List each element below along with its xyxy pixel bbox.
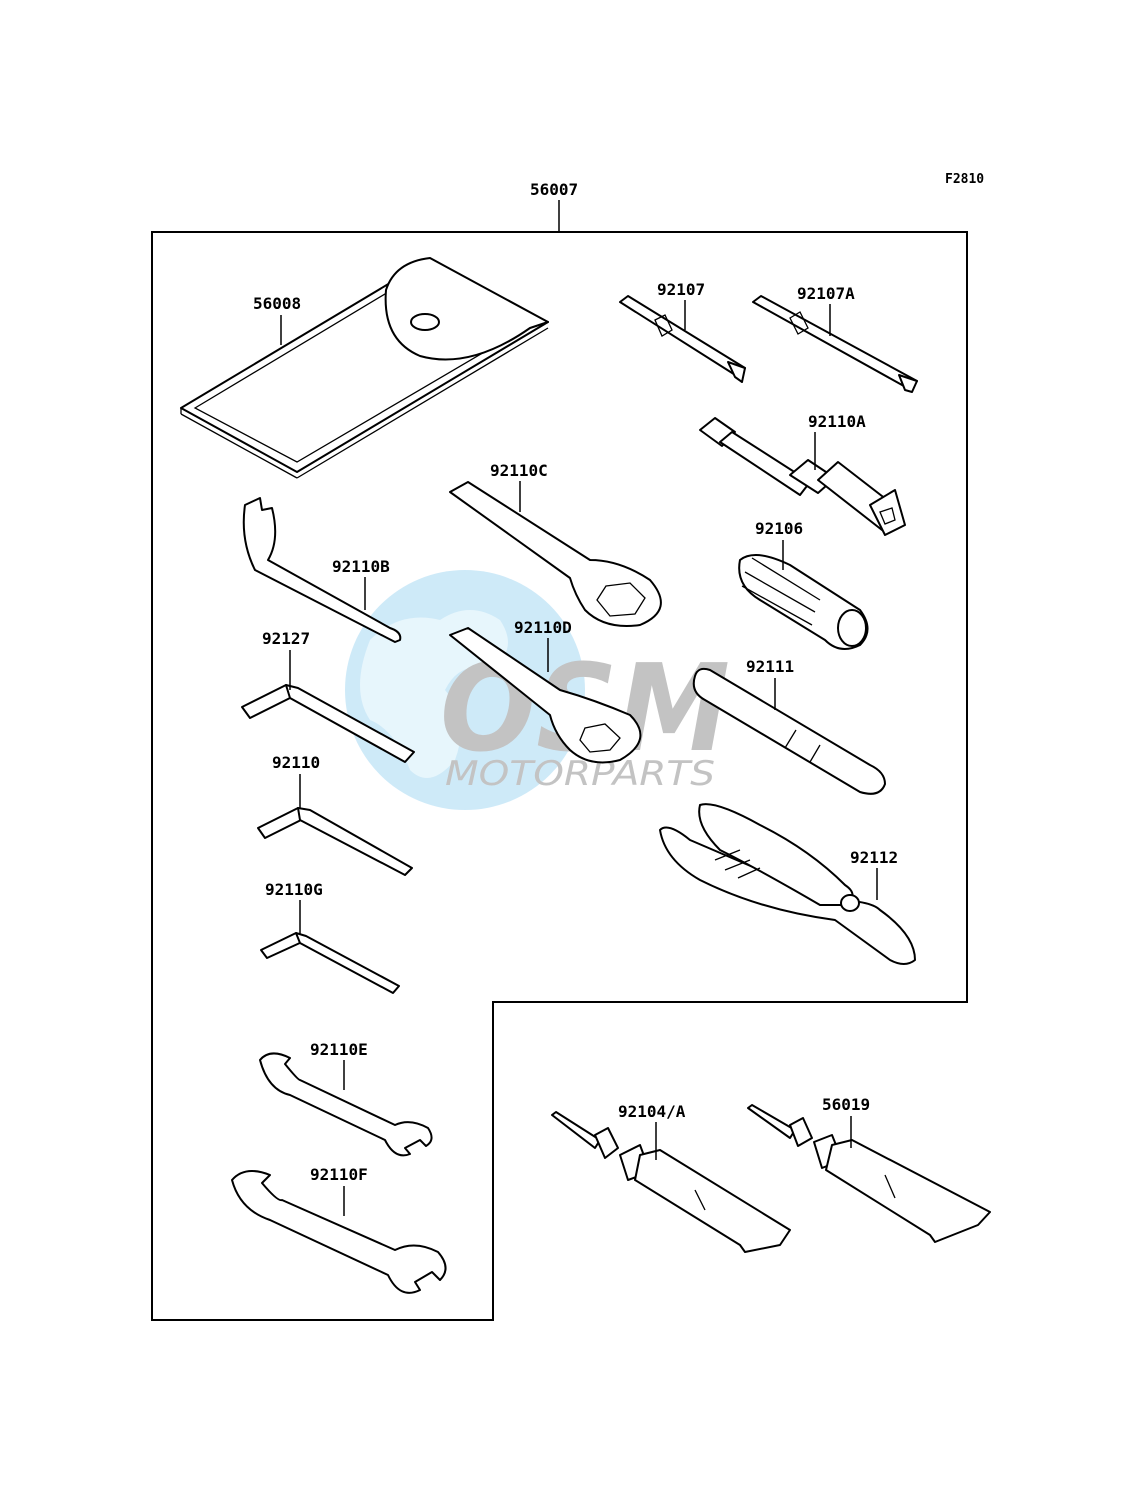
ring-spanner-92110C[interactable] bbox=[449, 481, 662, 627]
label-92110B[interactable]: 92110B bbox=[332, 557, 390, 576]
screwdriver-92107A[interactable] bbox=[752, 295, 918, 393]
label-92107A[interactable]: 92107A bbox=[797, 284, 855, 303]
open-end-spanner-92110F[interactable] bbox=[231, 1170, 447, 1294]
label-92111[interactable]: 92111 bbox=[746, 657, 794, 676]
watermark-tagline: MOTORPARTS bbox=[445, 754, 715, 794]
label-56008[interactable]: 56008 bbox=[253, 294, 301, 313]
pliers-92112[interactable] bbox=[659, 803, 916, 965]
label-92107[interactable]: 92107 bbox=[657, 280, 705, 299]
label-92106[interactable]: 92106 bbox=[755, 519, 803, 538]
label-92110D[interactable]: 92110D bbox=[514, 618, 572, 637]
ring-spanner-92110D[interactable] bbox=[449, 627, 642, 764]
label-92110G[interactable]: 92110G bbox=[265, 880, 323, 899]
grease-tube-56019[interactable] bbox=[747, 1104, 991, 1243]
label-56007[interactable]: 56007 bbox=[530, 180, 578, 199]
label-56019[interactable]: 56019 bbox=[822, 1095, 870, 1114]
tool-pouch[interactable] bbox=[180, 257, 549, 479]
label-92110A[interactable]: 92110A bbox=[808, 412, 866, 431]
label-92104A[interactable]: 92104/A bbox=[618, 1102, 686, 1121]
open-end-spanner-92110E[interactable] bbox=[259, 1052, 433, 1157]
socket-wrench-92110A[interactable] bbox=[699, 417, 906, 536]
label-92110E[interactable]: 92110E bbox=[310, 1040, 368, 1059]
hex-key-92110[interactable] bbox=[257, 807, 413, 876]
figure-code: F2810 bbox=[945, 172, 984, 187]
hex-key-92127[interactable] bbox=[241, 684, 415, 763]
label-92110[interactable]: 92110 bbox=[272, 753, 320, 772]
label-92110F[interactable]: 92110F bbox=[310, 1165, 368, 1184]
kit-boundary bbox=[151, 231, 968, 1321]
grease-tube-92104A[interactable] bbox=[551, 1111, 791, 1253]
label-92112[interactable]: 92112 bbox=[850, 848, 898, 867]
hex-key-92110G[interactable] bbox=[260, 932, 400, 994]
label-92127[interactable]: 92127 bbox=[262, 629, 310, 648]
grip-handle-92106[interactable] bbox=[738, 554, 869, 650]
screwdriver-92107[interactable] bbox=[619, 295, 746, 383]
label-92110C[interactable]: 92110C bbox=[490, 461, 548, 480]
hook-spanner-92110B[interactable] bbox=[242, 497, 402, 643]
extension-bar-92111[interactable] bbox=[692, 667, 886, 795]
